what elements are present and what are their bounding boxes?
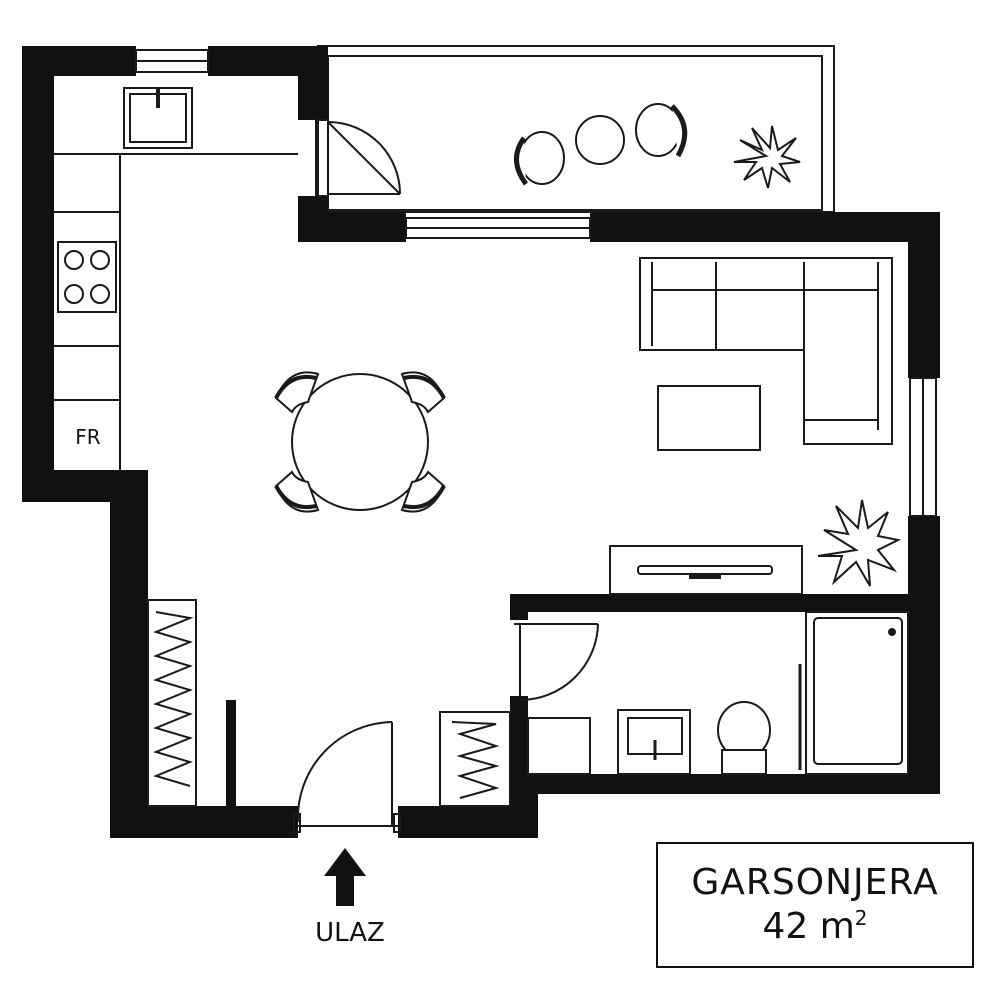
plan-area-unit-sup: 2 [854,906,868,930]
sink-icon [123,87,193,149]
plan-title: GARSONJERA [691,862,939,903]
terrace [317,45,835,213]
plant-icon [733,125,801,189]
kitchen-counter [54,153,298,470]
washbasin-icon [617,709,691,775]
sofa-icon [639,257,893,445]
wardrobe-icon [147,599,197,807]
bathtub-icon [798,611,909,775]
tv-icon [609,545,803,595]
door-swing-icon [293,721,401,833]
stove-icon [57,241,117,313]
toilet-icon [717,701,771,775]
terrace-furniture [514,103,688,186]
plant-icon [817,499,902,587]
coffee-table-icon [657,385,761,451]
plan-area-value: 42 m [762,906,855,947]
entry-label: ULAZ [315,918,385,948]
door-swing-icon [315,119,401,197]
windows [135,49,937,517]
door-swing-icon [514,623,599,701]
bath-cabinet [527,717,591,775]
round-table-icon [291,373,429,511]
plan-area: 42 m2 [762,905,867,949]
chair-icon [274,371,446,513]
entry-arrow-icon [324,848,366,906]
wardrobe-icon [439,711,511,807]
plan-title-box: GARSONJERA 42 m2 [656,842,974,968]
walls [22,46,940,838]
fridge-label: FR [75,425,101,449]
